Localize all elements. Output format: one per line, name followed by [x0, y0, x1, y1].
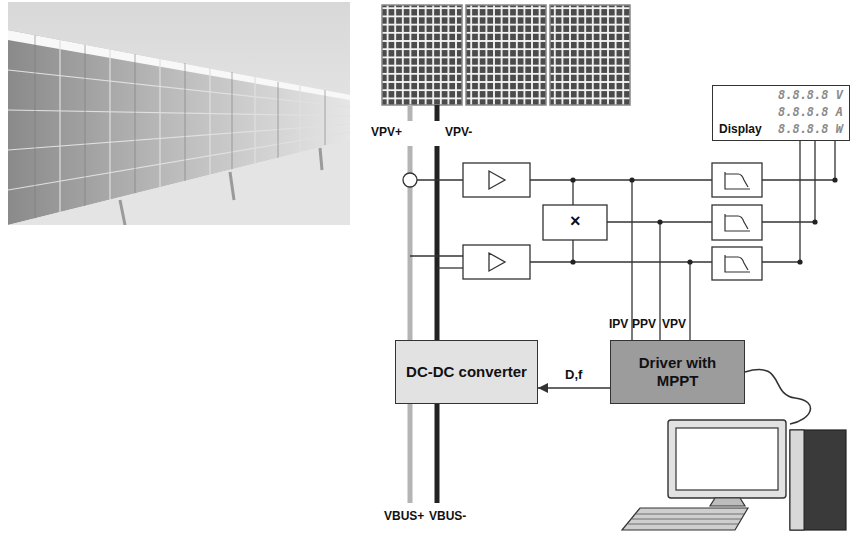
multiplier-box — [543, 205, 607, 240]
signal-label: IPV — [609, 318, 628, 331]
keyboard — [622, 508, 748, 530]
display-readout: 8.8.8.8 V — [778, 88, 843, 102]
signal-wires — [410, 141, 835, 340]
driver-box: Driver with MPPT — [610, 340, 745, 404]
photo-ground — [8, 140, 350, 225]
signal-label: PPV — [632, 318, 656, 331]
edge-label: D,f — [563, 367, 584, 382]
signal-label: VBUS+ — [384, 510, 424, 523]
filter-glyph — [725, 172, 750, 272]
signal-label: VPV- — [445, 126, 472, 139]
control-arrow — [538, 383, 610, 393]
signal-label: × — [570, 212, 581, 232]
connector-line — [538, 387, 610, 389]
monitor-stand — [710, 498, 745, 506]
panel-row — [8, 30, 350, 225]
signal-label: VPV+ — [371, 126, 402, 139]
amplifier-symbol — [463, 245, 530, 279]
arrowhead — [538, 383, 548, 393]
pv-panel — [466, 5, 546, 105]
filter-symbol — [712, 163, 762, 280]
bus-minus — [435, 105, 440, 121]
panel-frame — [8, 30, 350, 100]
junction-dots — [570, 177, 837, 264]
node-text: DC-DC converter — [406, 363, 527, 381]
cable — [745, 370, 810, 424]
current-sensor — [403, 173, 417, 187]
pc-tower-front — [790, 430, 804, 530]
bus-plus — [408, 105, 413, 121]
bus-plus — [408, 146, 413, 503]
display-name: Display — [719, 122, 762, 136]
signal-label: VBUS- — [429, 510, 466, 523]
pv-panel — [382, 5, 462, 105]
display-readout: 8.8.8.8 W — [778, 122, 843, 136]
photo-sky — [8, 2, 350, 225]
display-box: 8.8.8.8 V 8.8.8.8 A 8.8.8.8 W Display — [712, 85, 850, 141]
bus-lines — [410, 105, 437, 503]
signal-label: VPV — [662, 318, 686, 331]
panel-supports — [120, 148, 322, 225]
keyboard-keys — [628, 514, 744, 524]
monitor-screen — [676, 428, 778, 490]
solar-photo — [8, 2, 350, 225]
amplifier-symbol — [463, 163, 530, 197]
display-readout: 8.8.8.8 A — [778, 105, 843, 119]
node-text: Driver with MPPT — [619, 354, 736, 390]
bus-minus — [435, 146, 440, 503]
pv-panel — [550, 5, 630, 105]
monitor — [668, 420, 786, 498]
converter-box: DC-DC converter — [395, 340, 538, 404]
pc-tower — [790, 430, 846, 530]
pv-panels — [382, 5, 630, 105]
